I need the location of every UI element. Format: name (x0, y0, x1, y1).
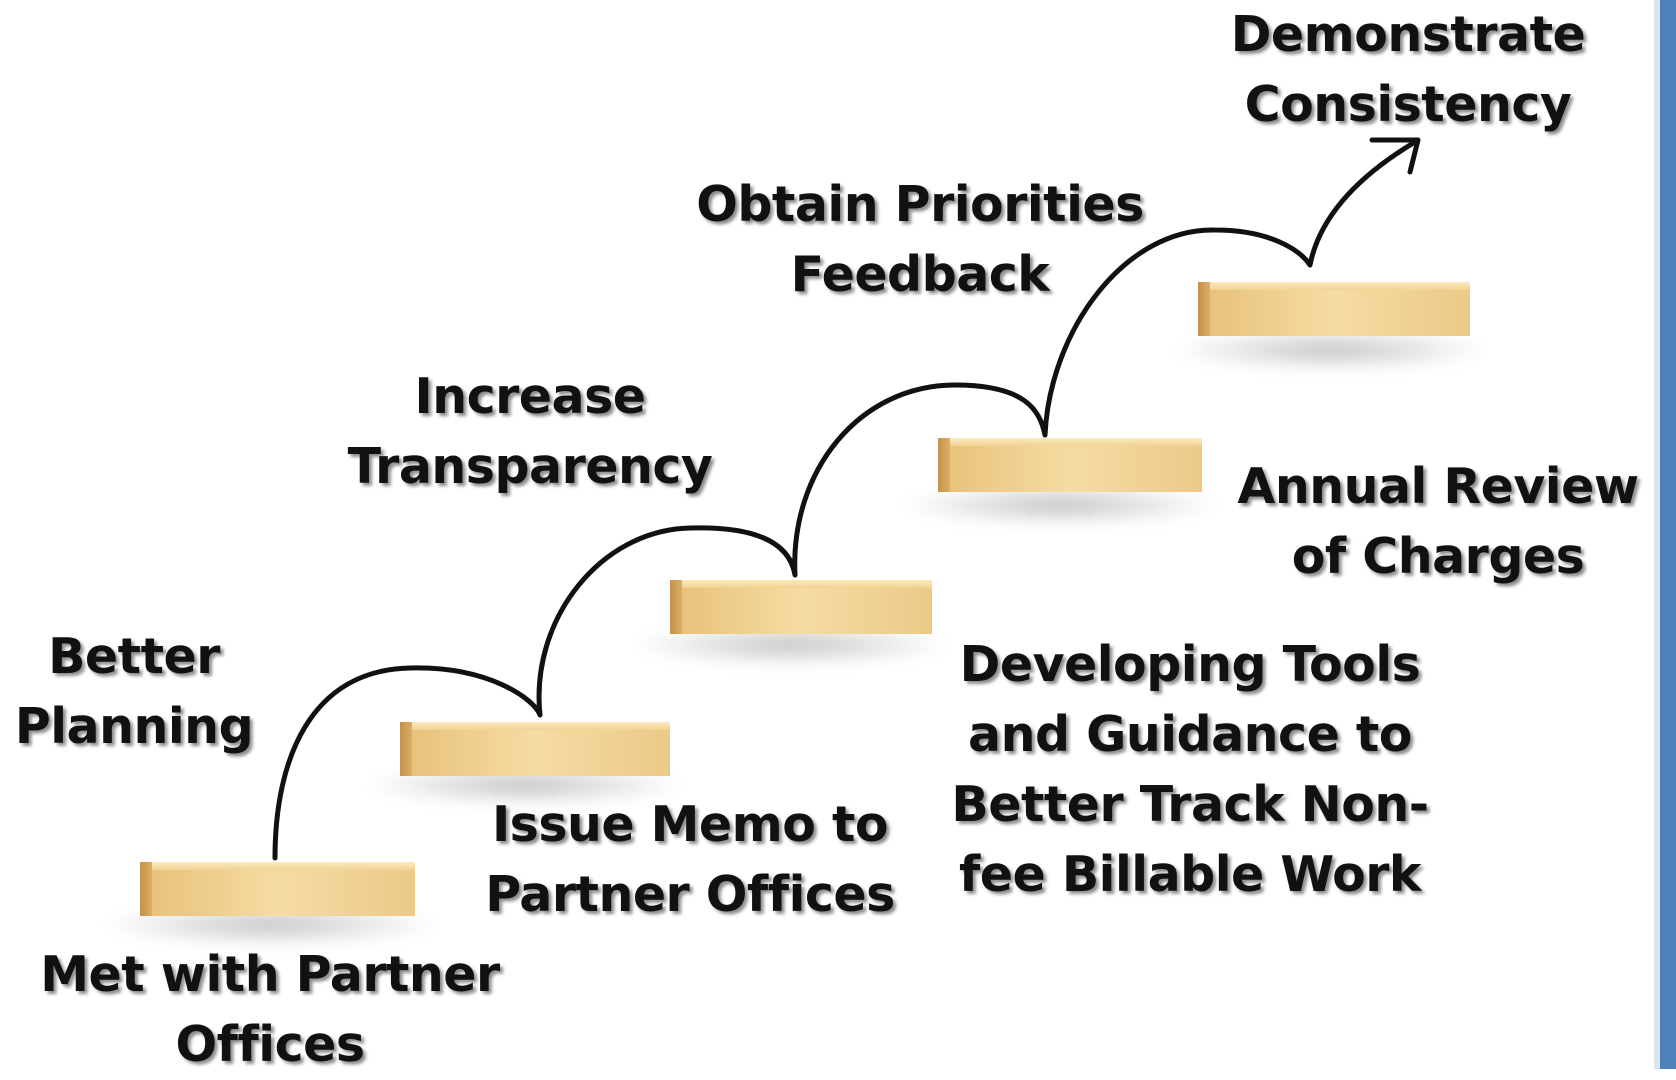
wood-block-1 (100, 862, 440, 947)
goal-line: Feedback (790, 246, 1050, 303)
goal-line: Obtain Priorities (696, 176, 1144, 233)
goal-increase-transparency: Increase Transparency (330, 362, 730, 502)
goal-line: Transparency (347, 438, 713, 495)
curved-arrow-icon (272, 137, 1421, 861)
slide-border-accent-light (1654, 0, 1660, 1069)
step-developing-tools: Developing Tools and Guidance to Better … (930, 630, 1450, 910)
step-annual-review: Annual Review of Charges (1228, 452, 1648, 592)
goal-line: Better (48, 628, 220, 685)
goal-better-planning: Better Planning (8, 622, 260, 762)
wood-block-3 (630, 580, 950, 667)
goal-line: Demonstrate (1230, 6, 1586, 63)
step-line: Met with Partner (40, 946, 500, 1003)
step-line: of Charges (1291, 528, 1585, 585)
goal-line: Increase (414, 368, 646, 425)
goal-obtain-priorities-feedback: Obtain Priorities Feedback (680, 170, 1160, 310)
step-line: Developing Tools (959, 636, 1421, 693)
slide-border-accent (1660, 0, 1676, 1069)
step-line: fee Billable Work (958, 846, 1422, 903)
wood-block-5 (1170, 282, 1490, 372)
step-line: Offices (175, 1016, 365, 1073)
step-line: Annual Review (1237, 458, 1639, 515)
step-line: Better Track Non- (951, 776, 1429, 833)
wood-block-4 (900, 438, 1220, 527)
goal-line: Consistency (1244, 76, 1572, 133)
step-line: Partner Offices (485, 866, 895, 923)
goal-demonstrate-consistency: Demonstrate Consistency (1218, 0, 1598, 140)
step-met-with-partner-offices: Met with Partner Offices (20, 940, 520, 1080)
wood-block-2 (365, 722, 685, 807)
goal-line: Planning (14, 698, 254, 755)
step-issue-memo: Issue Memo to Partner Offices (470, 790, 910, 930)
step-line: Issue Memo to (491, 796, 889, 853)
step-line: and Guidance to (968, 706, 1412, 763)
